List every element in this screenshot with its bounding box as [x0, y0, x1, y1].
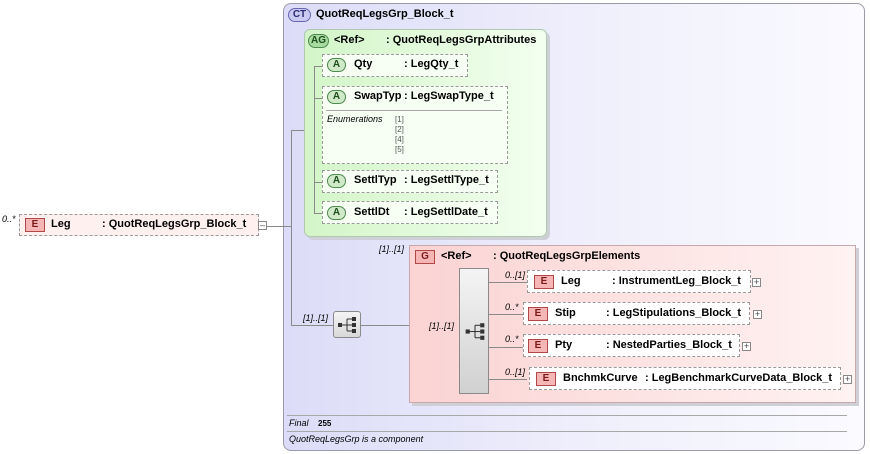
expand-icon[interactable]: –: [258, 220, 267, 230]
attribute-type: : LegSettlDate_t: [404, 206, 488, 218]
attribute-group-name: : QuotReqLegsGrpAttributes: [386, 34, 537, 46]
connector-line: [314, 66, 315, 214]
sequence-icon: [465, 323, 485, 340]
divider: [287, 431, 847, 432]
element-badge: E: [528, 307, 548, 321]
attribute-type: : LegQty_t: [404, 58, 459, 70]
element-leg[interactable]: [527, 270, 751, 293]
connector-line: [314, 66, 323, 67]
root-element-name: Leg: [51, 218, 71, 230]
connector-line: [489, 379, 527, 380]
element-multiplicity: 0..*: [505, 302, 519, 312]
group-inner-multiplicity: [1]..[1]: [429, 321, 455, 331]
attribute-type: : LegSettlType_t: [404, 174, 489, 186]
attribute-badge: A: [327, 58, 346, 72]
attribute-settldt[interactable]: [322, 201, 498, 224]
element-name: BnchmkCurve: [563, 372, 638, 384]
inner-sequence-compositor[interactable]: [459, 268, 489, 394]
connector-line: [291, 325, 333, 326]
connector-line: [291, 130, 305, 131]
connector-line: [314, 182, 323, 183]
complex-type-badge: CT: [288, 8, 311, 22]
connector-line: [314, 98, 323, 99]
final-value: 255: [318, 419, 332, 428]
group-badge: G: [415, 250, 435, 264]
component-note: QuotReqLegsGrp is a component: [289, 434, 424, 444]
attribute-badge: A: [327, 90, 346, 104]
element-multiplicity: 0..[1]: [505, 367, 526, 377]
enumerations-label: Enumerations: [327, 114, 383, 124]
connector-line: [267, 226, 292, 227]
root-element-multiplicity: 0..*: [2, 214, 16, 224]
attribute-name: SettlDt: [354, 206, 390, 218]
element-name: Stip: [555, 307, 576, 319]
sequence-compositor[interactable]: [333, 311, 361, 338]
element-pty[interactable]: [523, 334, 740, 357]
attribute-settltyp[interactable]: [322, 170, 498, 193]
root-element-type: : QuotReqLegsGrp_Block_t: [102, 218, 247, 230]
expand-icon[interactable]: +: [843, 374, 852, 384]
connector-line: [489, 282, 527, 283]
attribute-swaptyp[interactable]: [322, 86, 508, 164]
divider: [326, 110, 502, 111]
element-name: Pty: [555, 339, 573, 351]
sequence-icon: [338, 317, 356, 333]
connector-line: [489, 347, 527, 348]
connector-line: [314, 213, 323, 214]
element-stip[interactable]: [523, 302, 750, 325]
attribute-qty[interactable]: [322, 54, 468, 77]
expand-icon[interactable]: +: [753, 309, 762, 319]
enumeration-value: [5]: [395, 145, 404, 154]
attribute-name: SettlTyp: [354, 174, 397, 186]
attribute-badge: A: [327, 174, 346, 188]
element-name: Leg: [561, 275, 581, 287]
sequence-multiplicity: [1]..[1]: [303, 313, 329, 323]
expand-icon[interactable]: +: [752, 277, 761, 287]
divider: [287, 415, 847, 416]
attribute-type: : LegSwapType_t: [404, 90, 494, 102]
element-type: : NestedParties_Block_t: [606, 339, 732, 351]
enumeration-value: [4]: [395, 135, 404, 144]
element-multiplicity: 0..*: [505, 334, 519, 344]
attribute-group-ref: <Ref>: [334, 34, 365, 46]
attribute-group-badge: AG: [308, 34, 329, 48]
group-ref: <Ref>: [441, 250, 472, 262]
element-type: : LegBenchmarkCurveData_Block_t: [645, 372, 833, 384]
group-name: : QuotReqLegsGrpElements: [493, 250, 641, 262]
element-badge: E: [25, 218, 45, 232]
enumeration-value: [1]: [395, 115, 404, 124]
element-type: : InstrumentLeg_Block_t: [612, 275, 741, 287]
attribute-name: Qty: [354, 58, 373, 70]
attribute-name: SwapTyp: [354, 90, 402, 102]
connector-line: [489, 314, 527, 315]
connector-line: [291, 130, 292, 326]
final-label: Final: [289, 418, 309, 428]
group-multiplicity: [1]..[1]: [379, 244, 405, 254]
complex-type-name: QuotReqLegsGrp_Block_t: [316, 8, 454, 20]
attribute-badge: A: [327, 206, 346, 220]
element-bnchmkcurve[interactable]: [529, 367, 841, 390]
element-multiplicity: 0..[1]: [505, 270, 526, 280]
element-badge: E: [534, 275, 554, 289]
enumeration-value: [2]: [395, 125, 404, 134]
element-badge: E: [528, 339, 548, 353]
element-type: : LegStipulations_Block_t: [606, 307, 742, 319]
element-badge: E: [536, 372, 556, 386]
expand-icon[interactable]: +: [742, 341, 751, 351]
